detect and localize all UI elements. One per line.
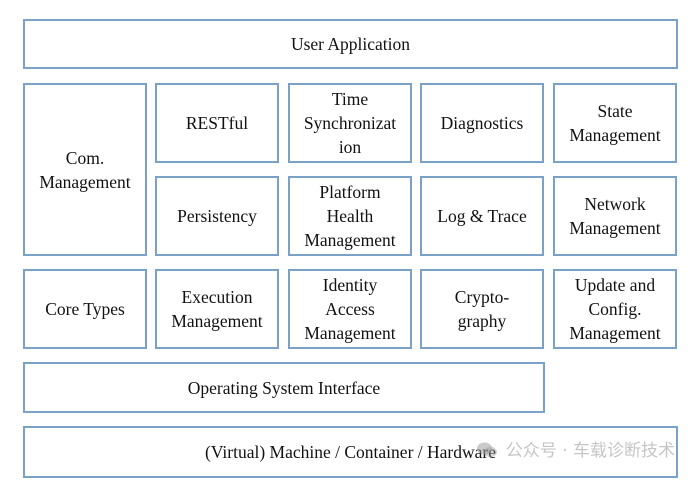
block-core-types: Core Types [23, 269, 147, 349]
block-update-config-management: Update and Config. Management [553, 269, 677, 349]
block-machine-container-hardware-label: (Virtual) Machine / Container / Hardware [205, 442, 496, 462]
block-os-interface-label: Operating System Interface [187, 377, 381, 398]
block-execution-management: Execution Management [155, 269, 279, 349]
block-platform-health-management-label: Platform Health Management [304, 182, 396, 250]
block-diagnostics: Diagnostics [420, 83, 544, 163]
block-network-management: Network Management [553, 176, 677, 256]
block-com-management: Com. Management [23, 83, 147, 256]
block-state-management-label: State Management [569, 101, 661, 145]
block-machine-container-hardware: (Virtual) Machine / Container / Hardware [23, 426, 678, 478]
block-user-application-label: User Application [290, 34, 411, 54]
block-time-synchronization-label: Time Synchronizat ion [303, 89, 397, 157]
block-identity-access-management-label: Identity Access Management [304, 275, 396, 343]
block-com-management-label: Com. Management [39, 147, 131, 192]
block-state-management: State Management [553, 83, 677, 163]
block-core-types-label: Core Types [45, 299, 125, 319]
wechat-logo-icon [477, 442, 498, 458]
block-cryptography: Crypto- graphy [420, 269, 544, 349]
block-diagnostics-label: Diagnostics [440, 113, 524, 133]
block-persistency-label: Persistency [177, 206, 257, 226]
block-restful-label: RESTful [185, 113, 249, 133]
block-user-application: User Application [23, 19, 678, 69]
watermark-text: 公众号 · 车载诊断技术 [505, 441, 675, 461]
block-network-management-label: Network Management [569, 194, 661, 238]
block-update-config-management-label: Update and Config. Management [569, 275, 661, 343]
watermark: 公众号 · 车载诊断技术 [476, 436, 675, 461]
block-log-trace: Log & Trace [420, 176, 544, 256]
block-time-synchronization: Time Synchronizat ion [288, 83, 412, 163]
block-restful: RESTful [155, 83, 279, 163]
block-cryptography-label: Crypto- graphy [454, 287, 510, 331]
block-log-trace-label: Log & Trace [437, 206, 527, 226]
block-identity-access-management: Identity Access Management [288, 269, 412, 349]
block-persistency: Persistency [155, 176, 279, 256]
block-platform-health-management: Platform Health Management [288, 176, 412, 256]
block-os-interface: Operating System Interface [23, 362, 545, 413]
block-execution-management-label: Execution Management [171, 287, 263, 331]
